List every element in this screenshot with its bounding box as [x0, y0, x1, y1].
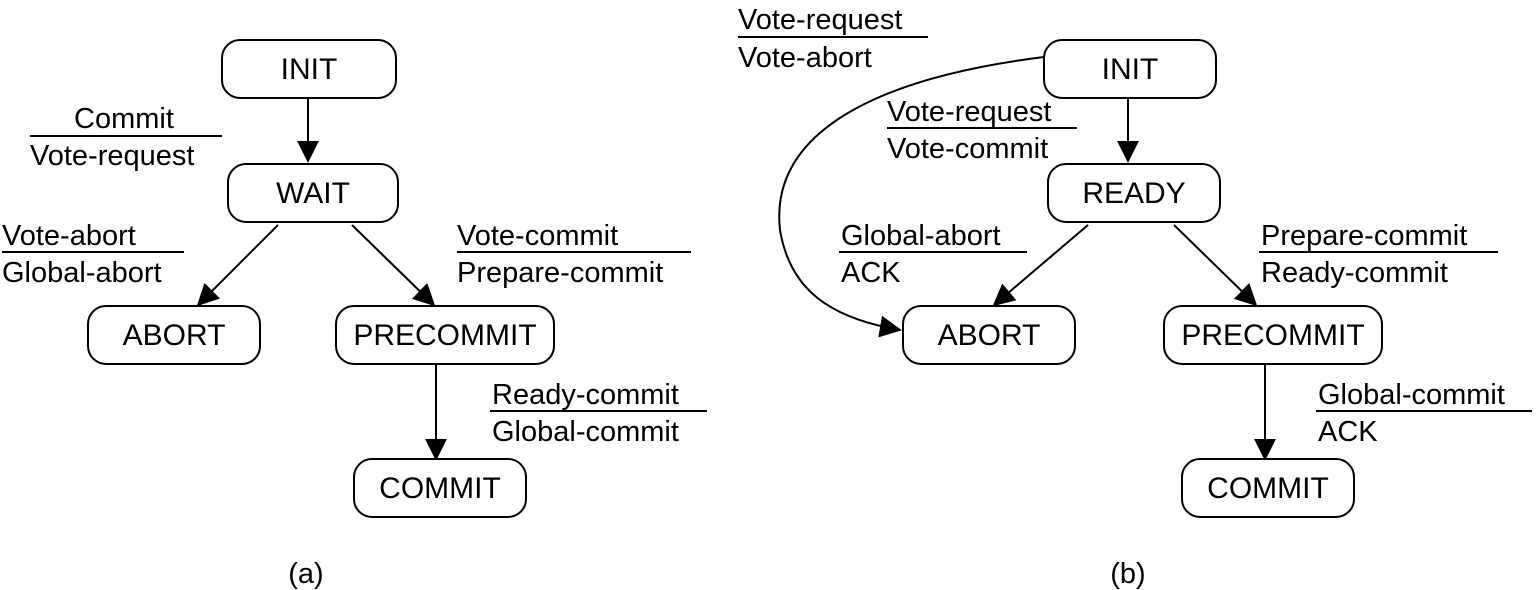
transition-label-b-ready-precommit: Prepare-commit Ready-commit [1259, 220, 1498, 289]
state-b-commit: COMMIT [1181, 458, 1355, 518]
transition-label-a-init-wait: Commit Vote-request [30, 103, 222, 172]
transition-action: ACK [841, 257, 901, 289]
state-label: WAIT [276, 177, 350, 210]
transition-event: Vote-abort [2, 220, 136, 252]
transition-action: Vote-request [30, 140, 194, 172]
transition-event: Prepare-commit [1261, 220, 1467, 252]
transition-label-b-init-ready: Vote-request Vote-commit [887, 96, 1077, 165]
transition-event: Vote-request [887, 96, 1051, 128]
transition-label-a-wait-precommit: Vote-commit Prepare-commit [457, 220, 691, 289]
state-b-precommit: PRECOMMIT [1163, 305, 1383, 365]
state-a-precommit: PRECOMMIT [335, 305, 555, 365]
state-label: COMMIT [379, 472, 501, 505]
state-b-abort: ABORT [902, 305, 1076, 365]
state-a-wait: WAIT [227, 163, 399, 223]
state-b-init: INIT [1043, 39, 1217, 99]
panel-b: INIT READY ABORT PRECOMMIT COMMIT Vote-r… [738, 4, 1532, 590]
state-label: READY [1082, 177, 1185, 210]
edge-b-ready-abort [992, 224, 1089, 307]
edge-a-wait-abort [196, 224, 279, 307]
edge-b-ready-precommit [1173, 224, 1258, 307]
state-label: ABORT [123, 319, 226, 352]
transition-action: Vote-abort [738, 42, 872, 74]
panel-caption: (a) [288, 558, 323, 590]
edge-b-init-abort [778, 56, 1045, 338]
edge-a-wait-precommit [351, 224, 436, 307]
transition-action: Vote-commit [887, 133, 1048, 165]
panel-caption: (b) [1110, 558, 1145, 590]
transition-action: ACK [1318, 416, 1378, 448]
transition-event: Global-abort [841, 220, 1001, 252]
state-a-commit: COMMIT [353, 458, 527, 518]
transition-label-b-ready-abort: Global-abort ACK [839, 220, 1027, 289]
state-label: INIT [1102, 53, 1159, 86]
transition-event: Global-commit [1318, 379, 1505, 411]
transition-event: Ready-commit [492, 379, 679, 411]
state-a-init: INIT [221, 39, 397, 99]
transition-label-b-precommit-commit: Global-commit ACK [1316, 379, 1532, 448]
transition-event: Commit [74, 103, 174, 135]
panel-a: INIT WAIT ABORT PRECOMMIT COMMIT Commit … [2, 39, 707, 590]
transition-event: Vote-request [738, 4, 902, 36]
transition-event: Vote-commit [457, 220, 618, 252]
state-label: PRECOMMIT [353, 319, 536, 352]
state-label: ABORT [938, 319, 1041, 352]
state-a-abort: ABORT [87, 305, 261, 365]
transition-action: Ready-commit [1261, 257, 1448, 289]
state-label: COMMIT [1207, 472, 1329, 505]
transition-label-b-init-abort: Vote-request Vote-abort [738, 4, 928, 74]
transition-action: Global-commit [492, 416, 679, 448]
transition-label-a-wait-abort: Vote-abort Global-abort [2, 220, 184, 289]
state-b-ready: READY [1047, 163, 1221, 223]
state-label: PRECOMMIT [1181, 319, 1364, 352]
state-label: INIT [281, 53, 338, 86]
transition-label-a-precommit-commit: Ready-commit Global-commit [490, 379, 707, 448]
transition-action: Prepare-commit [457, 257, 663, 289]
transition-action: Global-abort [2, 257, 162, 289]
